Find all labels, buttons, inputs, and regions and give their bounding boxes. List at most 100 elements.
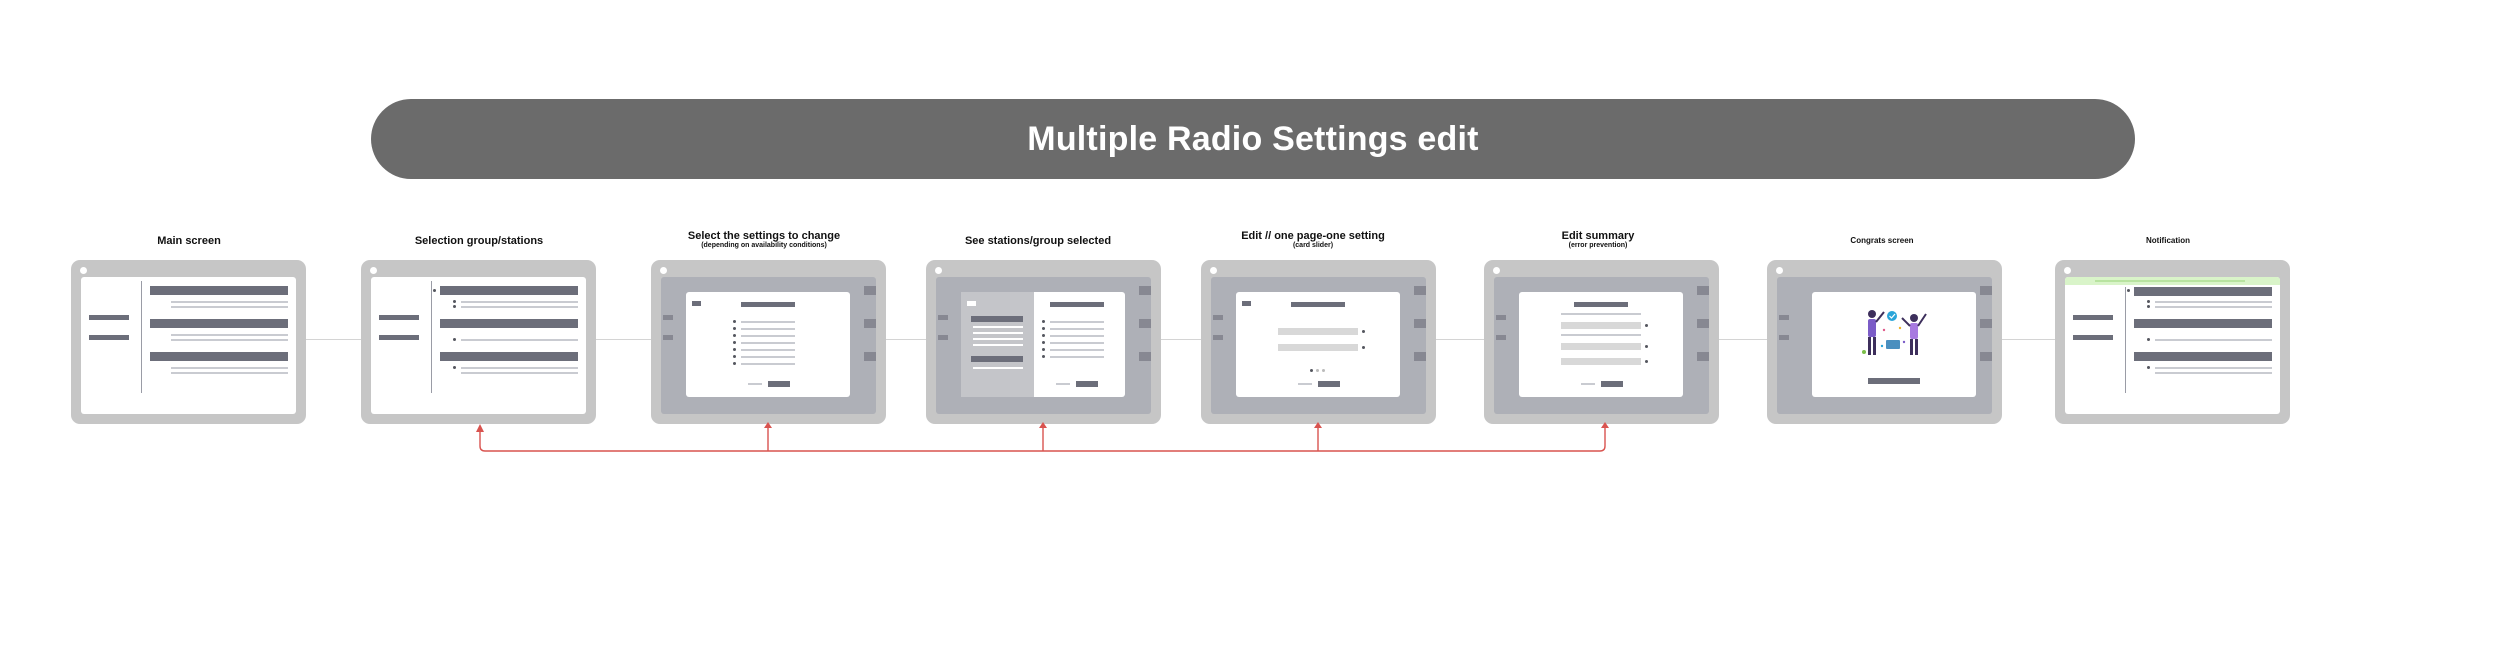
option-line xyxy=(741,342,795,344)
checkbox xyxy=(2147,338,2150,341)
screen-frame-main xyxy=(71,260,306,424)
bg-sidebar-item xyxy=(1496,315,1506,320)
checkbox[interactable] xyxy=(733,348,736,351)
checkbox[interactable] xyxy=(733,362,736,365)
selected-group xyxy=(971,356,1023,362)
screen-content xyxy=(1777,277,1992,414)
next-button[interactable] xyxy=(1318,381,1340,387)
bg-list-header xyxy=(1139,286,1151,295)
bg-list-header xyxy=(1980,319,1992,328)
window-dot xyxy=(370,267,377,274)
congrats-card xyxy=(1812,292,1976,397)
list-header xyxy=(150,286,288,295)
done-button[interactable] xyxy=(1868,378,1920,384)
summary-row xyxy=(1561,358,1641,365)
screen-frame-selection xyxy=(361,260,596,424)
screen-frame-edit xyxy=(1201,260,1436,424)
cancel-link[interactable] xyxy=(1056,383,1070,385)
connector-1-2 xyxy=(306,339,361,340)
step-title-3: Select the settings to change (depending… xyxy=(687,230,841,250)
flow-title-banner: Multiple Radio Settings edit xyxy=(371,99,2135,179)
bg-list-header xyxy=(1697,286,1709,295)
bg-list-header xyxy=(1697,352,1709,361)
bg-list-header xyxy=(1414,319,1426,328)
next-button[interactable] xyxy=(768,381,790,387)
list-line xyxy=(2155,301,2272,303)
screen-content xyxy=(2065,277,2280,414)
checkbox[interactable] xyxy=(1042,355,1045,358)
checkbox[interactable] xyxy=(1042,341,1045,344)
summary-line xyxy=(1561,313,1641,315)
next-button[interactable] xyxy=(1076,381,1098,387)
flow-title: Multiple Radio Settings edit xyxy=(1027,119,1479,158)
connector-6-7 xyxy=(1719,339,1767,340)
selected-line xyxy=(973,344,1023,346)
cancel-link[interactable] xyxy=(1581,383,1595,385)
selected-stations-panel xyxy=(961,292,1034,397)
confirm-button[interactable] xyxy=(1601,381,1623,387)
screen-content xyxy=(81,277,296,414)
sidebar-item xyxy=(379,315,419,320)
celebration-illustration xyxy=(1862,310,1927,355)
chevron-icon[interactable] xyxy=(1362,346,1365,349)
checkbox[interactable] xyxy=(733,334,736,337)
list-header xyxy=(440,286,578,295)
screen-content xyxy=(371,277,586,414)
slider-dot[interactable] xyxy=(1322,369,1325,372)
option-line xyxy=(1050,342,1104,344)
selected-line xyxy=(973,326,1023,328)
sidebar-divider xyxy=(2125,287,2126,393)
setting-field[interactable] xyxy=(1278,344,1358,351)
checkbox[interactable] xyxy=(733,327,736,330)
checkbox[interactable] xyxy=(733,320,736,323)
edit-icon[interactable] xyxy=(1645,324,1648,327)
sidebar-item xyxy=(89,335,129,340)
cancel-link[interactable] xyxy=(1298,383,1312,385)
list-line xyxy=(171,306,288,308)
checkbox[interactable] xyxy=(1042,334,1045,337)
checkbox[interactable] xyxy=(733,355,736,358)
list-line xyxy=(2155,306,2272,308)
slider-dot[interactable] xyxy=(1310,369,1313,372)
checkbox[interactable] xyxy=(1042,327,1045,330)
modal-title xyxy=(741,302,795,307)
link-arrowhead xyxy=(764,422,772,428)
bg-list-header xyxy=(1139,352,1151,361)
edit-icon[interactable] xyxy=(1645,360,1648,363)
setting-field[interactable] xyxy=(1278,328,1358,335)
selection-panel xyxy=(961,292,1125,397)
bg-list-header xyxy=(1414,352,1426,361)
checkbox[interactable] xyxy=(1042,348,1045,351)
screen-content xyxy=(1494,277,1709,414)
close-icon[interactable] xyxy=(967,301,976,306)
step-title-6: Edit summary (error prevention) xyxy=(1561,230,1635,250)
checkbox[interactable] xyxy=(1042,320,1045,323)
chevron-icon[interactable] xyxy=(1362,330,1365,333)
screen-content xyxy=(936,277,1151,414)
option-line xyxy=(1050,349,1104,351)
bg-list-header xyxy=(1980,352,1992,361)
back-icon[interactable] xyxy=(1242,301,1251,306)
list-header xyxy=(440,352,578,361)
bg-sidebar-item xyxy=(663,335,673,340)
sidebar-divider xyxy=(141,281,142,393)
close-icon[interactable] xyxy=(692,301,701,306)
step-title-5: Edit // one page-one setting (card slide… xyxy=(1241,230,1385,250)
bg-list-header xyxy=(1139,319,1151,328)
sidebar-item xyxy=(2073,315,2113,320)
slider-dot[interactable] xyxy=(1316,369,1319,372)
edit-icon[interactable] xyxy=(1645,345,1648,348)
cancel-link[interactable] xyxy=(748,383,762,385)
link-arrowhead xyxy=(1601,422,1609,428)
option-line xyxy=(741,335,795,337)
connector-7-8 xyxy=(2002,339,2055,340)
option-line xyxy=(1050,335,1104,337)
connector-4-5 xyxy=(1161,339,1201,340)
list-line xyxy=(171,301,288,303)
checkbox[interactable] xyxy=(733,341,736,344)
card-title xyxy=(1574,302,1628,307)
step-title-8: Notification xyxy=(2146,236,2190,245)
list-line xyxy=(171,372,288,374)
option-line xyxy=(741,356,795,358)
